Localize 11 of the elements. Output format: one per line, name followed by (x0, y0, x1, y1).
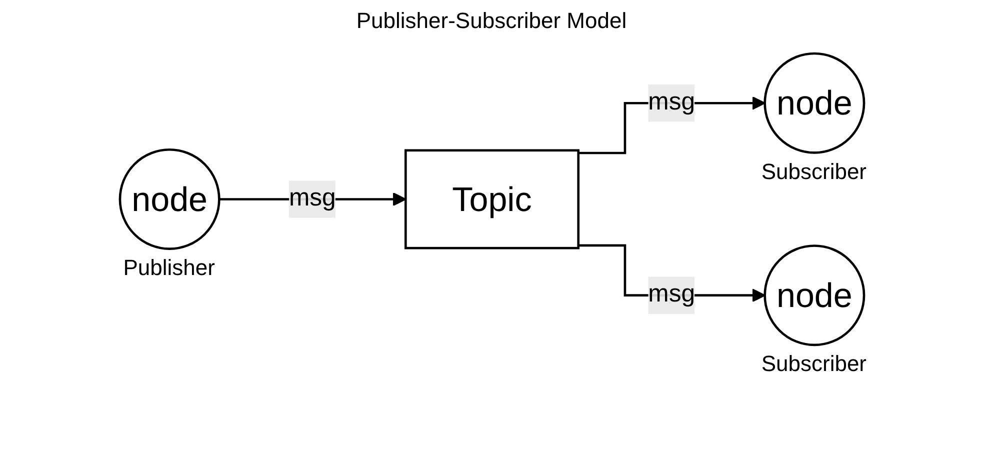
edge-label: msg (648, 89, 695, 116)
edge-label: msg (288, 185, 336, 212)
node-circle: node (763, 244, 865, 346)
diagram-title: Publisher-Subscriber Model (355, 8, 628, 34)
edge-label: msg (648, 281, 695, 308)
node-caption: Subscriber (761, 158, 866, 185)
node-circle: node (763, 52, 865, 154)
node-circle: node (118, 148, 220, 250)
node-caption: Publisher (123, 254, 215, 281)
node-box: Topic (404, 149, 580, 250)
node-caption: Subscriber (761, 350, 866, 377)
